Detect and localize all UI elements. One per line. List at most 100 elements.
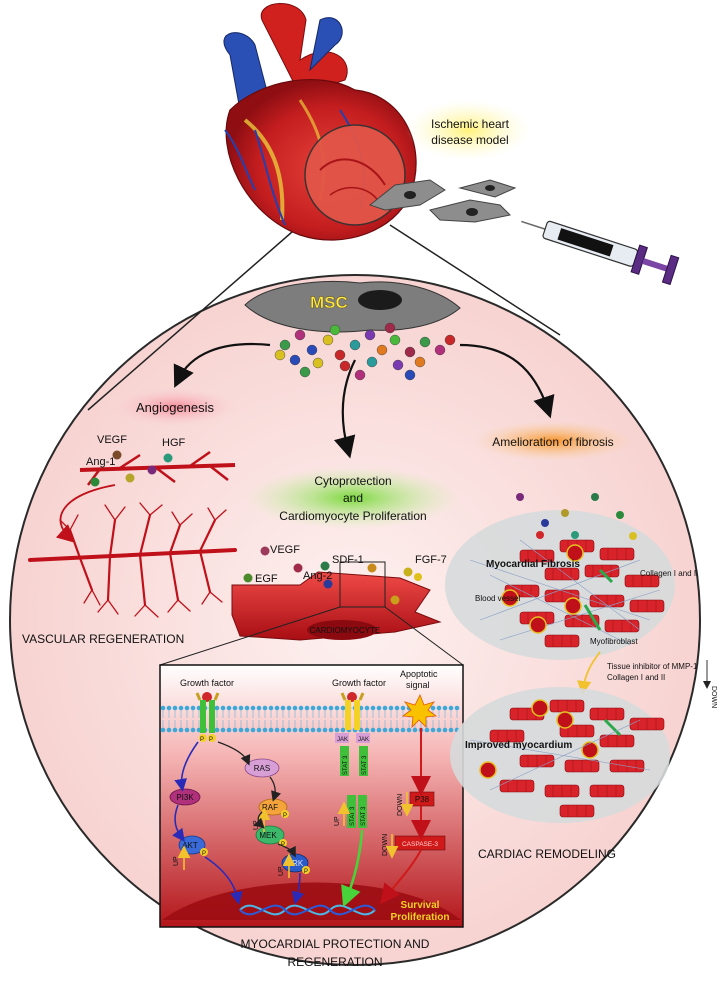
factor-ball [403,567,413,577]
caspase-label: CASPASE-3 [402,841,438,848]
factor-ball [312,357,324,369]
factor-ball [364,329,376,341]
apoptotic-signal-1: Apoptotic [400,669,438,679]
msc-label: MSC [310,293,348,312]
factor-ball [354,369,366,381]
factor-ball [389,334,401,346]
apoptotic-burst-icon [401,694,438,729]
factor-ball [323,579,333,589]
factor-ball [125,473,135,483]
angio-factor-vegf: VEGF [97,434,127,446]
factor-ball [320,561,330,571]
factor-ball [90,477,100,487]
cardiomyocyte-cell [231,571,442,641]
stat3-dimer-b-label: STAT 3 [361,806,367,826]
down-label-caspase: DOWN [382,834,389,856]
arrow-to-cytoprotection [333,359,356,459]
stat3-right-label: STAT 3 [362,755,368,775]
model-label-line1: Ischemic heart [431,117,510,131]
jak-left [335,733,349,743]
raf-label: RAF [262,803,278,812]
factor-ball [404,369,416,381]
cyto-factor-egf: EGF [255,573,278,585]
factor-ball [306,344,318,356]
myocardial-fibrosis-label: Myocardial Fibrosis [486,559,580,570]
fibro-title: Amelioration of fibrosis [492,435,613,449]
growth-factor-right: Growth factor [332,678,386,688]
arrow-caspase-nucleus [380,849,422,905]
factor-ball [294,329,306,341]
factor-ball [414,356,426,368]
jak-left-label: JAK [337,737,348,743]
arrow-pi3k-akt [172,804,185,842]
akt-p: P [202,851,206,857]
down-label-p38: DOWN [397,794,404,816]
arrow-erk-nucleus [291,872,305,905]
apoptotic-signal-2: signal [406,680,430,690]
arrow-to-angiogenesis [173,343,271,388]
factor-ball [163,453,173,463]
fibro-label-glow [473,421,633,461]
cone-line-right [389,224,561,336]
cone-line-left [87,224,301,411]
pi3k-label: PI3K [176,793,194,802]
stat3-dimer-b [358,795,367,828]
p38-label: P38 [415,795,430,804]
akt-label: AKT [182,841,198,850]
mek-node [255,825,285,845]
factor-ball [392,359,404,371]
collagen-label: Collagen I and II [640,569,698,578]
secreted-factors [274,322,456,381]
receptor-left [195,692,220,733]
jak-right [356,733,370,743]
factor-ball [147,465,157,475]
proliferation-label: Proliferation [391,912,450,923]
fibrosis-factor-balls [516,493,637,540]
cyto-label-glow [245,467,460,529]
akt-phospho [200,848,208,856]
factor-ball [289,354,301,366]
magnifier-circle [304,124,406,226]
receptor-right [340,692,365,730]
factor-ball [279,339,291,351]
cardiomyocyte-label: CARDIOMYOCYTE [310,626,381,635]
phospho-left-a [199,734,207,742]
p-label-left-b: P [209,737,213,743]
factor-ball [384,322,396,334]
factor-ball [293,563,303,573]
model-label-glow [406,100,530,160]
mek-label: MEK [259,831,277,840]
angio-down-arrow [55,484,116,543]
factor-ball [339,360,351,372]
stat3-dimer-a [347,795,356,828]
cyto-factor-ang2: Ang-2 [303,570,332,582]
arrow-mek-erk [277,843,296,858]
factor-ball [419,336,431,348]
erk-phospho [302,866,310,874]
jak-right-label: JAK [358,737,369,743]
angio-label-glow [110,387,240,427]
myofibroblast-label: Myofibroblast [590,637,638,646]
syringe-icon [521,220,680,286]
ras-node [244,758,280,778]
up-label-stat: UP [334,816,341,826]
factor-ball [376,344,388,356]
factor-ball [260,546,270,556]
erk-p: P [304,869,308,875]
arrow-to-fibrosis [459,343,555,419]
blood-vessel-label: Blood vessel [475,594,521,603]
down-arrows [385,792,414,859]
angio-factor-hgf: HGF [162,437,186,449]
factor-ball [322,334,334,346]
arrow-stat-nucleus [341,829,364,908]
ras-label: RAS [254,764,270,773]
zoom-line-right [384,606,464,666]
p-label-left-a: P [200,737,204,743]
factor-ball [444,334,456,346]
vessel-network [28,502,237,618]
cardiac-footer: CARDIAC REMODELING [478,847,616,861]
mek-p: P [281,842,285,848]
phospho-left-b [208,734,216,742]
stat3-right [359,746,368,776]
